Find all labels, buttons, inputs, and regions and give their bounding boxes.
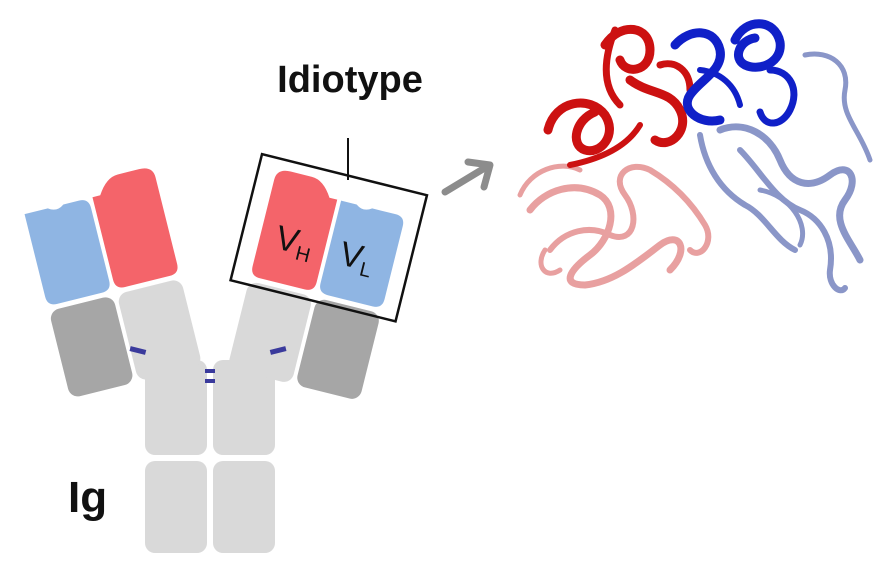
right-fab-arm: VH VL — [229, 152, 429, 399]
immunoglobulin-schematic: VH VL Idiotype Ig — [24, 59, 429, 553]
vh-label: VH — [271, 219, 317, 268]
fc-lower-left-domain — [145, 461, 207, 553]
right-arm-bond — [269, 346, 287, 355]
protein-ribbon-structure — [517, 19, 873, 294]
idiotype-frame — [229, 152, 429, 323]
left-fab-arm — [24, 168, 201, 397]
idiotype-label: Idiotype — [277, 59, 423, 101]
right-light-constant-domain — [297, 299, 379, 399]
right-arrow-icon — [441, 158, 494, 196]
right-heavy-variable-domain — [252, 170, 338, 290]
left-arm-bond — [129, 346, 147, 355]
hinge-bond-1 — [205, 369, 215, 373]
right-light-variable-domain — [320, 200, 404, 307]
hinge-bond-2 — [205, 379, 215, 383]
left-heavy-variable-domain — [92, 168, 178, 288]
left-heavy-constant-domain — [118, 280, 201, 380]
right-heavy-constant-domain — [229, 282, 311, 382]
left-light-constant-domain — [50, 297, 133, 397]
fc-upper-right-domain — [213, 360, 275, 455]
ig-label: Ig — [68, 473, 107, 522]
fc-lower-right-domain — [213, 461, 275, 553]
fc-upper-left-domain — [145, 360, 207, 455]
left-light-variable-domain — [24, 200, 110, 305]
